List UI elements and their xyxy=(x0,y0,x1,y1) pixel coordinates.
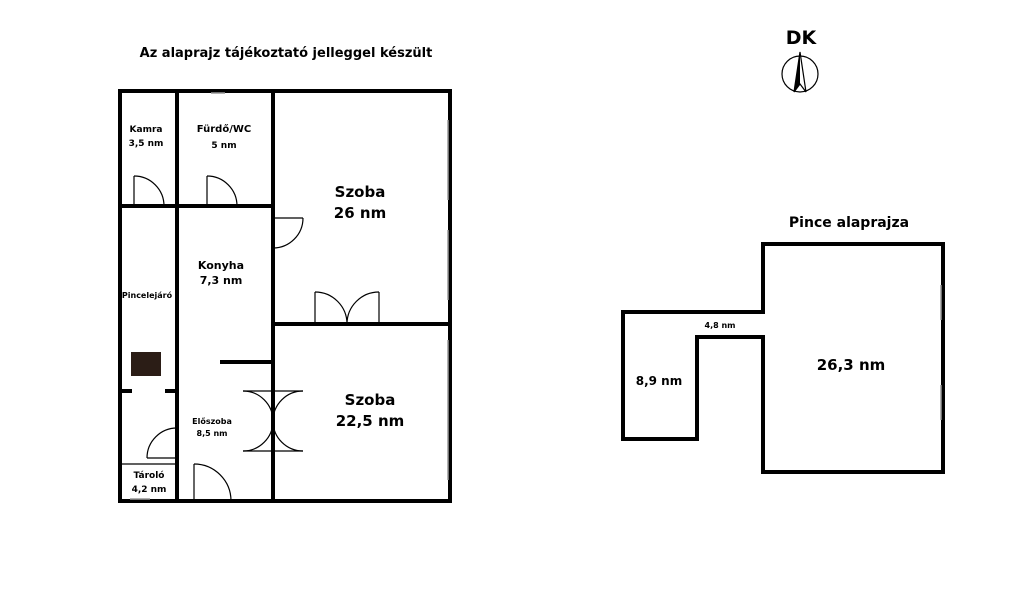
door xyxy=(314,291,380,325)
basement-plan: Pince alaprajza 4,8 nm 8,9 nm 26,3 nm xyxy=(621,215,945,474)
room-name-furdo: Fürdő/WC xyxy=(197,123,251,135)
compass: DK xyxy=(781,27,819,93)
room-area-szoba2: 22,5 nm xyxy=(336,412,405,430)
basement-area-large: 26,3 nm xyxy=(817,356,886,374)
door xyxy=(272,217,304,249)
door xyxy=(242,390,304,452)
basement-title: Pince alaprajza xyxy=(789,215,909,231)
room-name-konyha: Konyha xyxy=(198,259,244,272)
room-name-eloszoba: Előszoba xyxy=(192,417,232,426)
door xyxy=(206,175,238,207)
room-area-furdo: 5 nm xyxy=(211,141,236,151)
compass-icon xyxy=(781,51,819,93)
stair-block xyxy=(131,352,161,376)
door xyxy=(133,175,165,207)
basement-outline xyxy=(621,242,945,474)
door xyxy=(146,427,178,459)
room-area-konyha: 7,3 nm xyxy=(200,274,243,287)
room-name-kamra: Kamra xyxy=(130,125,163,135)
plan-title: Az alaprajz tájékoztató jelleggel készül… xyxy=(140,46,433,61)
compass-label: DK xyxy=(786,27,818,49)
room-name-tarolo: Tároló xyxy=(134,470,165,481)
room-name-szoba2: Szoba xyxy=(345,391,396,409)
room-area-tarolo: 4,2 nm xyxy=(132,485,167,495)
basement-area-small: 8,9 nm xyxy=(636,374,682,388)
room-area-szoba1: 26 nm xyxy=(334,204,386,222)
room-name-szoba1: Szoba xyxy=(335,183,386,201)
door xyxy=(193,463,232,502)
room-area-kamra: 3,5 nm xyxy=(129,139,164,149)
basement-area-corridor: 4,8 nm xyxy=(705,321,736,330)
room-name-pincelejaro: Pincelejáró xyxy=(122,290,173,300)
room-area-eloszoba: 8,5 nm xyxy=(197,429,228,438)
ground-floor-plan: Kamra 3,5 nm Fürdő/WC 5 nm Szoba 26 nm P… xyxy=(118,89,452,503)
outer-wall xyxy=(118,89,452,503)
